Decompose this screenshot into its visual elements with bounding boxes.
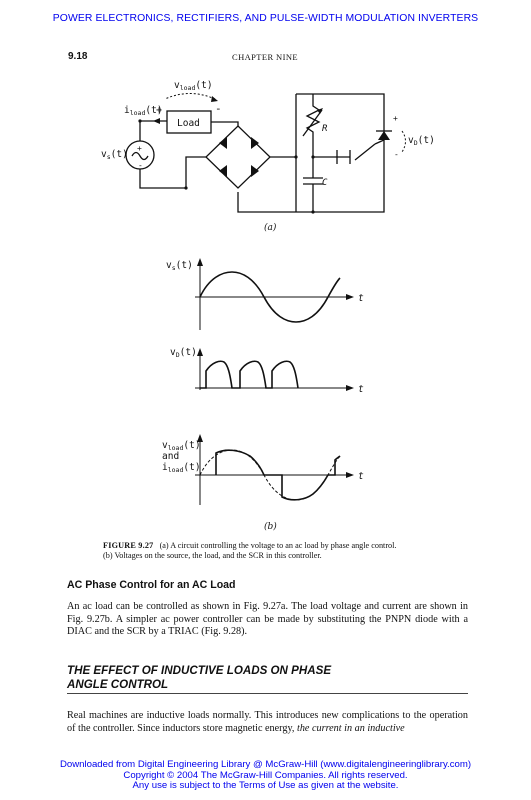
- iload-label: iload(t): [124, 105, 163, 117]
- subheading: AC Phase Control for an AC Load: [67, 579, 236, 591]
- chapter-title: CHAPTER NINE: [232, 52, 298, 62]
- load-minus: -: [215, 102, 222, 115]
- c-label: C: [322, 178, 328, 188]
- circuit-diagram: [125, 93, 392, 213]
- wire-bridge-left: [185, 156, 206, 188]
- wire-bottom-rail: [296, 156, 385, 213]
- circuit-fills: [138, 108, 390, 214]
- resistor-arrow: [302, 109, 323, 137]
- plot-vs-ylabel: vs(t): [166, 260, 193, 272]
- caption-line-1: (a) A circuit controlling the voltage to…: [159, 541, 397, 550]
- source-minus: -: [138, 161, 143, 170]
- iload-arrowhead: [153, 118, 160, 124]
- vload-solid-wave: [215, 449, 341, 501]
- section-rule: [67, 693, 468, 694]
- figure-caption: FIGURE 9.27 (a) A circuit controlling th…: [103, 541, 463, 561]
- wire-source-bottom: [139, 169, 186, 189]
- r-label: R: [322, 124, 328, 134]
- vload-arrowhead: [211, 96, 218, 102]
- figure-9-27: vload(t) iload(t) + - Load + - vs(t) R C…: [101, 80, 435, 532]
- load-box-label: Load: [177, 118, 200, 129]
- paragraph-2-italic: the current in an inductive: [297, 722, 405, 734]
- pnpn-diode: [336, 150, 350, 164]
- plot-vload-t: t: [358, 471, 364, 482]
- plot-vload: [195, 434, 354, 505]
- gate-lead: [354, 143, 376, 161]
- wire-source-load: [139, 120, 167, 141]
- plot-vd: [195, 348, 354, 391]
- footer-terms[interactable]: Any use is subject to the Terms of Use a…: [132, 780, 399, 792]
- vs-wave: [199, 271, 341, 323]
- section-title-line-2: ANGLE CONTROL: [67, 678, 169, 691]
- vd-wave: [200, 360, 299, 389]
- part-a-label: (a): [264, 222, 277, 233]
- bridge-diode-1: [219, 137, 227, 149]
- vload-arc: [164, 93, 216, 100]
- source-plus: +: [137, 144, 142, 153]
- resistor-r: [305, 94, 321, 157]
- caption-number: FIGURE 9.27: [103, 541, 154, 550]
- page-number: 9.18: [68, 51, 88, 62]
- bridge-diode-2: [251, 137, 259, 149]
- capacitor-c: [303, 157, 323, 212]
- plot-vload-ylabel-3: iload(t): [162, 462, 201, 474]
- scr-triangle: [378, 131, 390, 140]
- wire-load-bridge: [211, 121, 239, 126]
- paragraph-2-text: Real machines are inductive loads normal…: [67, 710, 468, 734]
- vs-label: vs(t): [101, 149, 128, 161]
- plot-vs-t: t: [358, 293, 364, 304]
- section-title: THE EFFECT OF INDUCTIVE LOADS ON PHASE A…: [67, 664, 468, 692]
- paragraph-2: Real machines are inductive loads normal…: [67, 710, 468, 735]
- sine-glyph: [131, 151, 149, 161]
- bridge-diode-4: [251, 165, 259, 177]
- part-b-label: (b): [264, 521, 277, 532]
- plot-vd-ylabel: vD(t): [170, 347, 197, 359]
- footer-copyright[interactable]: Copyright © 2004 The McGraw-Hill Compani…: [123, 769, 408, 781]
- wire-bridge-bottom: [237, 192, 296, 213]
- load-plus: +: [156, 105, 162, 116]
- plot-vload-ylabel-1: vload(t): [162, 440, 201, 452]
- resistor-arrowhead: [317, 108, 323, 114]
- vd-minus: -: [394, 150, 399, 159]
- footer-download-link[interactable]: Downloaded from Digital Engineering Libr…: [59, 759, 472, 770]
- vload-label: vload(t): [174, 80, 213, 92]
- wire-top-rail: [296, 93, 385, 126]
- diode-bridge: [205, 125, 271, 189]
- plot-vs: [195, 258, 354, 330]
- section-title-line-1: THE EFFECT OF INDUCTIVE LOADS ON PHASE: [67, 664, 332, 677]
- footer: Downloaded from Digital Engineering Libr…: [0, 759, 531, 792]
- plot-vload-ylabel-2: and: [162, 451, 179, 462]
- vd-label: vD(t): [408, 135, 435, 147]
- caption-line-2: (b) Voltages on the source, the load, an…: [103, 551, 322, 560]
- plot-vd-t: t: [358, 384, 364, 395]
- paragraph-1: An ac load can be controlled as shown in…: [67, 601, 468, 638]
- vd-plus: +: [393, 114, 398, 123]
- vd-bracket: [401, 130, 406, 153]
- running-head: POWER ELECTRONICS, RECTIFIERS, AND PULSE…: [52, 13, 479, 24]
- bridge-diode-3: [219, 165, 227, 177]
